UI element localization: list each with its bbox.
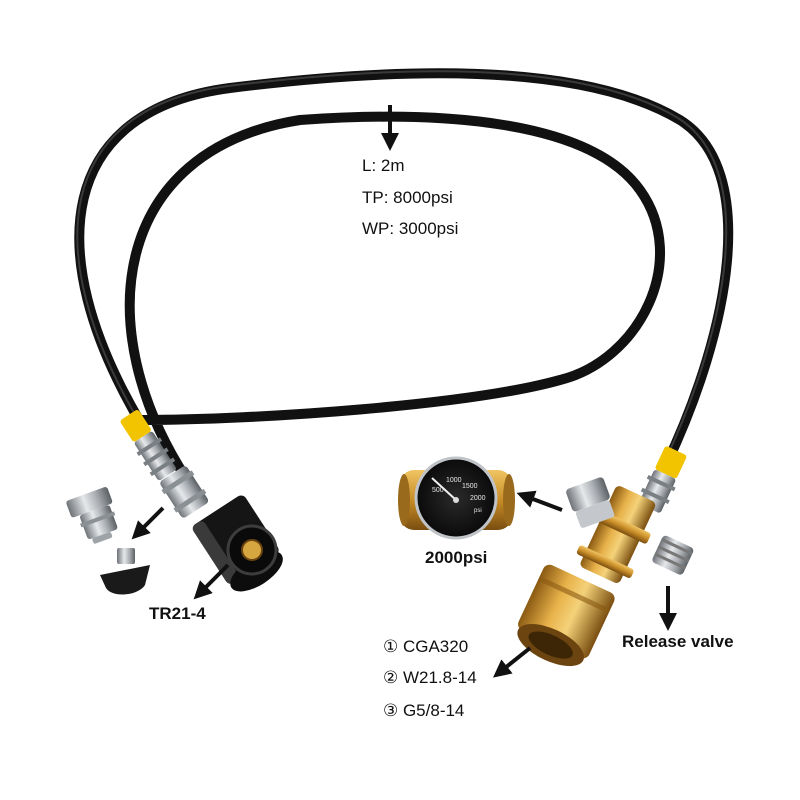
dial-number-4: 2000 bbox=[470, 495, 486, 502]
spec-length: L: 2m bbox=[362, 156, 405, 175]
dial-number-3: 1500 bbox=[462, 483, 478, 490]
arrow-small-parts bbox=[131, 506, 165, 540]
dial-number-2: 1000 bbox=[446, 477, 462, 484]
yellow-band-right bbox=[655, 446, 687, 479]
annotation-arrows bbox=[131, 105, 677, 678]
seal-washer-part bbox=[100, 548, 150, 595]
connector-label: TR21-4 bbox=[149, 604, 206, 623]
gauge-port-knob bbox=[566, 477, 615, 528]
arrow-tr21 bbox=[193, 563, 230, 600]
dial-number-1: 500 bbox=[432, 487, 444, 494]
release-valve-label: Release valve bbox=[622, 632, 734, 651]
gauge-label: 2000psi bbox=[425, 548, 488, 567]
spec-test-pressure: TP: 8000psi bbox=[362, 188, 453, 207]
spec-working-pressure: WP: 3000psi bbox=[362, 219, 459, 238]
male-quick-plug bbox=[66, 487, 118, 544]
tr21-adapter-assembly bbox=[120, 409, 283, 592]
cga-valve-assembly bbox=[517, 446, 694, 667]
arrow-threads bbox=[492, 646, 532, 678]
arrow-gauge bbox=[516, 490, 563, 512]
thread-option-3: ③ G5/8-14 bbox=[383, 701, 465, 720]
hose-inner-loop bbox=[124, 111, 665, 483]
hose-outer-loop bbox=[74, 68, 734, 470]
yellow-band-left bbox=[120, 409, 151, 442]
quick-coupler-socket bbox=[160, 466, 209, 518]
thread-option-1: ① CGA320 bbox=[383, 637, 469, 656]
release-valve-knob bbox=[652, 535, 694, 575]
dial-unit: psi bbox=[474, 508, 482, 514]
hose bbox=[74, 68, 734, 483]
thread-option-2: ② W21.8-14 bbox=[383, 668, 477, 687]
hose-sheen bbox=[76, 70, 728, 464]
pressure-gauge: 500 1000 1500 2000 psi bbox=[398, 456, 515, 540]
gauge-needle bbox=[431, 477, 457, 501]
